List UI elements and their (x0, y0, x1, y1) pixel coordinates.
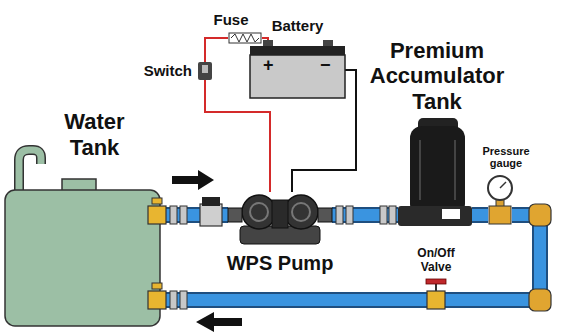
water-tank-body (5, 190, 160, 326)
accumulator-tank: Premium Accumulator Tank (398, 118, 472, 228)
elbow-fitting (529, 204, 551, 311)
polarity-mark: + (263, 55, 274, 76)
pressure-gauge (488, 176, 512, 224)
pump: WPS Pump (228, 192, 332, 246)
water-pipe (445, 215, 540, 300)
vent-pipe-fill (19, 150, 41, 190)
pressure-gauge: Pressure gauge (488, 176, 512, 224)
shutoff-valve: On/Off Valve (427, 279, 445, 309)
battery: Battery+− (250, 40, 345, 98)
connector-stroke (205, 38, 228, 62)
battery (250, 40, 345, 98)
switch: Switch (198, 62, 212, 80)
component-label: Switch (144, 62, 192, 79)
strainer-cap (202, 197, 220, 206)
tank-valve (148, 198, 166, 309)
vent-pipe (19, 150, 41, 190)
water-pipe (472, 215, 488, 216)
connector-stroke (332, 207, 398, 223)
fuse: Fuse (228, 32, 262, 44)
power-wire (262, 38, 268, 40)
water-tank: Water Tank (5, 190, 160, 326)
connector-stroke (445, 215, 540, 300)
fuse-symbol (229, 33, 261, 43)
connector-stroke (445, 215, 540, 300)
flow-arrow (172, 170, 214, 190)
connector-stroke (472, 209, 488, 221)
shutoff-valve (426, 279, 446, 309)
component-label: WPS Pump (227, 252, 334, 275)
strainer (200, 204, 222, 226)
connector-stroke (472, 207, 488, 223)
connector-stroke (160, 292, 427, 308)
component-label: Battery (272, 17, 324, 34)
polarity-mark: − (320, 55, 331, 76)
water-pipe (160, 300, 427, 301)
power-wire (205, 38, 228, 62)
component-label: Pressure gauge (475, 145, 537, 170)
pump-body (228, 195, 332, 244)
connector-stroke (262, 38, 268, 40)
component-label: On/Off Valve (410, 247, 462, 275)
flow-arrow (196, 312, 242, 332)
switch-symbol (198, 62, 212, 80)
component-label: Premium Accumulator Tank (350, 38, 525, 114)
accumulator-tank (398, 118, 472, 226)
component-label: Water Tank (47, 109, 142, 160)
component-label: Fuse (214, 11, 249, 28)
connector-stroke (160, 294, 427, 306)
